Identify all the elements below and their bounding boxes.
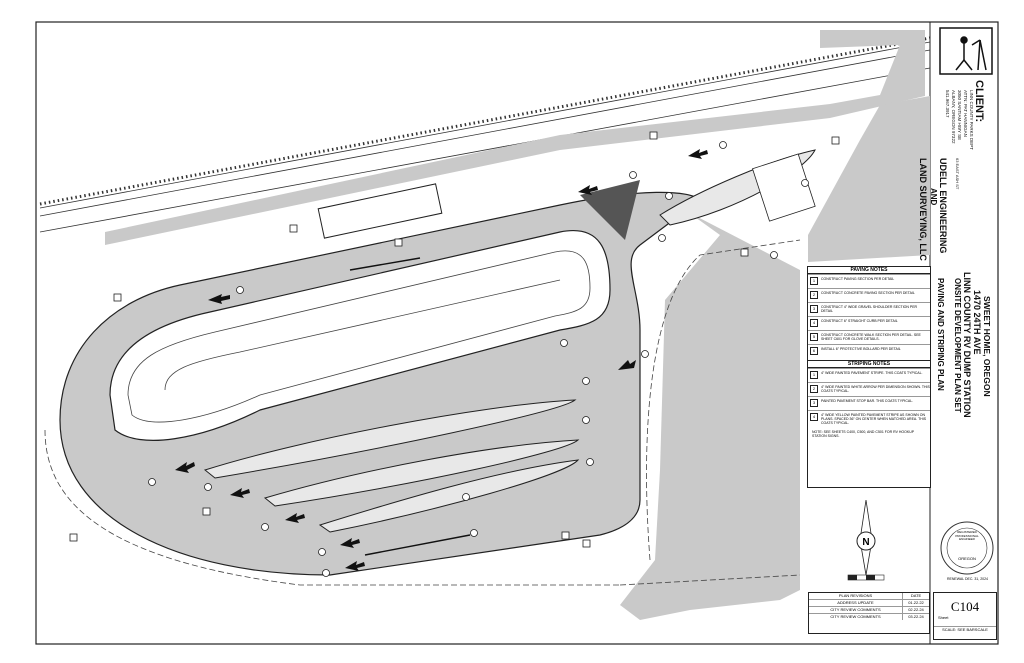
engineer-line-1: 63 EAST ASH ST [955, 158, 960, 190]
engineer-name-1: UDELL ENGINEERING [938, 158, 948, 254]
engineer-name-2: AND [929, 188, 938, 206]
kiosk-pad [317, 183, 443, 239]
client-label: CLIENT: [973, 80, 985, 123]
client-line-1: LINN COUNTY PARKS DEPT [969, 90, 974, 150]
renewal-text: RENEWAL DEC. 31, 2024 [947, 577, 988, 581]
adjacent-lot-pavement [620, 212, 800, 620]
entrance-hatch [580, 180, 640, 240]
property-lines [44, 239, 801, 586]
project-line-1: ONSITE DEVELOPMENT PLAN SET [953, 278, 962, 413]
sheet-title: PAVING AND STRIPING PLAN [936, 278, 945, 391]
engineer-seal [940, 521, 994, 575]
neighbor-pavement [808, 96, 930, 262]
dump-island-pad [752, 153, 816, 222]
stamp-state: OREGON [958, 556, 976, 561]
project-line-3: 1470 24TH AVE [972, 290, 982, 355]
island-walkway [164, 279, 561, 391]
surveyor-logo [939, 27, 993, 75]
stop-bars [349, 257, 471, 556]
traffic-arrows [175, 149, 708, 571]
client-line-5: 541.967.3917 [945, 90, 950, 118]
street-pavement [105, 30, 925, 245]
project-line-4: SWEET HOME, OREGON [982, 296, 992, 397]
project-line-2: LINN COUNTY RV DUMP STATION [962, 272, 972, 418]
client-line-2: ATTN: PAT HANNIGAN [963, 90, 968, 137]
north-arrow: N [847, 499, 885, 581]
striping-notes-title: STRIPING NOTES [808, 360, 930, 368]
railroad-tracks [39, 36, 931, 233]
sheet-border [35, 21, 999, 645]
sheet-label: Sheet [938, 615, 949, 620]
paving-notes-title: PAVING NOTES [808, 267, 930, 274]
north-label: N [862, 537, 869, 548]
scale-note: SCALE: SEE BARSCALE [934, 626, 996, 632]
client-line-3: 3050 SANTIAM HWY SE [957, 90, 962, 141]
sheet-number-box: C104 Sheet SCALE: SEE BARSCALE [933, 592, 997, 640]
stamp-text: REGISTERED PROFESSIONAL ENGINEER [955, 530, 979, 541]
sheet-number: C104 [950, 599, 980, 614]
engineer-name-3: LAND SURVEYING, LLC [918, 158, 928, 261]
island-inner-curb [127, 250, 591, 423]
callout-markers [69, 131, 840, 577]
client-line-4: ALBANY, OREGON 97322 [951, 90, 956, 144]
striping-footnote: NOTE: SEE SHEETS C400, C500, AND C501 FO… [812, 430, 914, 438]
